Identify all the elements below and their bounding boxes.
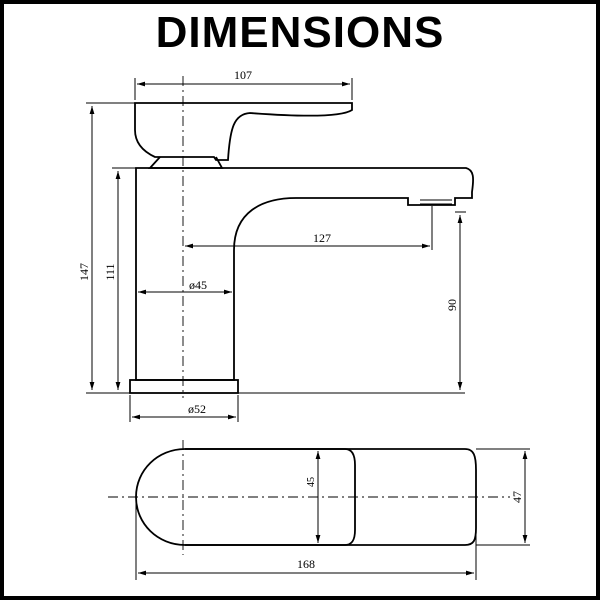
dim-spout-reach: 127	[313, 231, 331, 245]
side-elevation-view: 107 147 111 127 90 ø45 ø52	[77, 68, 474, 422]
dim-plan-length: 168	[297, 557, 315, 571]
dim-body-height: 111	[103, 263, 117, 280]
dim-body-diameter: ø45	[189, 278, 207, 292]
page-title: DIMENSIONS	[155, 8, 445, 57]
dim-base-diameter: ø52	[188, 402, 206, 416]
aerator	[420, 199, 452, 205]
dim-plan-handle-width: 45	[306, 477, 317, 487]
dim-total-height: 147	[77, 263, 91, 281]
dim-handle-width: 107	[234, 68, 252, 82]
dim-spout-height: 90	[445, 299, 459, 311]
handle-neck	[147, 156, 224, 169]
tap-body	[135, 167, 474, 381]
plan-outline	[135, 448, 477, 546]
handle-lever	[134, 102, 353, 161]
plan-view: 45 47 168	[108, 440, 530, 580]
plan-handle	[185, 448, 356, 546]
dim-plan-width: 47	[510, 491, 524, 503]
tap-base	[129, 379, 239, 394]
